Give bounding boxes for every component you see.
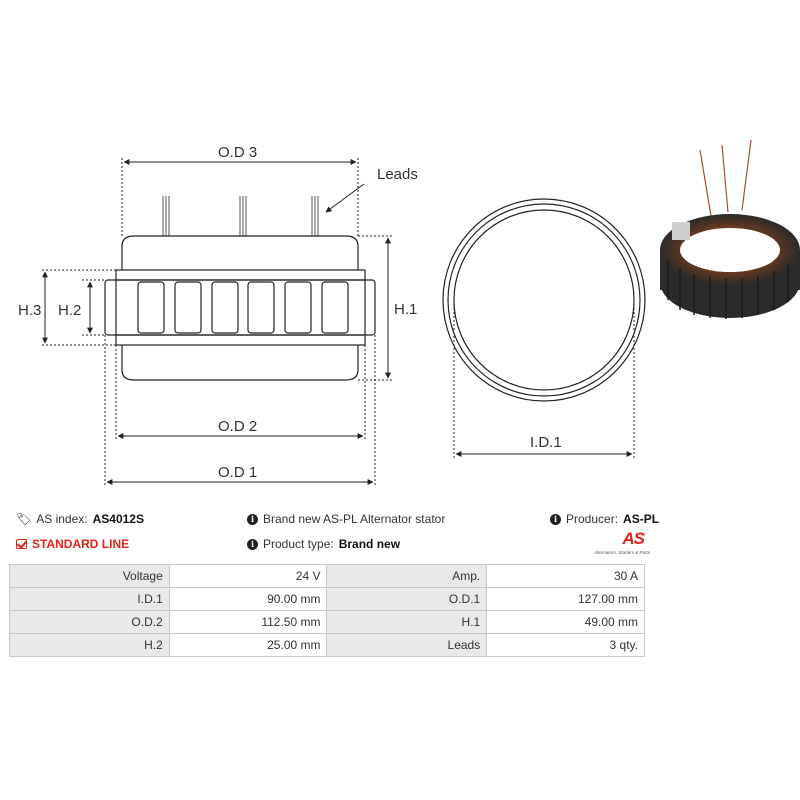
product-type: i Product type: Brand new [247, 537, 400, 551]
spec-label: O.D.2 [9, 610, 170, 634]
table-row: O.D.2 112.50 mm H.1 49.00 mm [9, 610, 645, 634]
stator-photo [660, 139, 800, 319]
info-icon: i [247, 538, 258, 550]
spec-value: 3 qty. [486, 633, 645, 657]
stator-top-view [442, 198, 646, 402]
od2-label: O.D 2 [218, 418, 257, 435]
spec-label: Amp. [326, 564, 488, 588]
product-type-label: Product type: [263, 537, 334, 551]
tags-icon: 🏷︎ [16, 512, 32, 526]
spec-value: 127.00 mm [486, 587, 645, 611]
as-pl-logo: AS Alternators, Starters & Parts [584, 529, 650, 557]
standard-line: STANDARD LINE [16, 537, 129, 551]
leads-wires [162, 196, 319, 236]
spec-label: H.1 [326, 610, 488, 634]
od1-label: O.D 1 [218, 464, 257, 481]
table-row: I.D.1 90.00 mm O.D.1 127.00 mm [9, 587, 645, 611]
producer-value: AS-PL [623, 512, 660, 526]
table-row: Voltage 24 V Amp. 30 A [9, 564, 645, 588]
spec-label: Leads [326, 633, 488, 657]
spec-label: Voltage [9, 564, 170, 588]
as-index-label: AS index: [36, 512, 88, 526]
spec-value: 25.00 mm [168, 633, 328, 657]
spec-label: I.D.1 [9, 587, 170, 611]
stator-side-view [104, 196, 376, 381]
spec-label: O.D.1 [326, 587, 488, 611]
as-index-value: AS4012S [92, 512, 144, 526]
spec-value: 30 A [486, 564, 645, 588]
product-description: i Brand new AS-PL Alternator stator [247, 512, 445, 526]
info-icon: i [247, 513, 258, 525]
od3-label: O.D 3 [218, 144, 257, 161]
dimension-lines [42, 158, 635, 486]
standard-line-label: STANDARD LINE [32, 537, 130, 551]
spec-value: 112.50 mm [168, 610, 328, 634]
spec-value: 49.00 mm [486, 610, 645, 634]
info-icon: i [550, 513, 561, 525]
description-text: Brand new AS-PL Alternator stator [263, 512, 446, 526]
producer-label: Producer: [566, 512, 619, 526]
table-row: H.2 25.00 mm Leads 3 qty. [9, 633, 645, 657]
logo-subtitle: Alternators, Starters & Parts [593, 550, 650, 555]
h1-label: H.1 [394, 301, 417, 318]
spec-value: 90.00 mm [168, 587, 328, 611]
id1-label: I.D.1 [530, 434, 562, 451]
technical-drawing: O.D 3 Leads H.3 H.2 H.1 O.D 2 O.D 1 I.D.… [18, 139, 800, 486]
product-type-value: Brand new [338, 537, 401, 551]
leads-label: Leads [377, 166, 418, 183]
producer: i Producer: AS-PL [550, 512, 659, 526]
as-index: 🏷︎ AS index: AS4012S [16, 512, 144, 526]
h2-label: H.2 [58, 302, 81, 319]
spec-value: 24 V [168, 564, 328, 588]
logo-text: AS [622, 529, 645, 548]
spec-label: H.2 [9, 633, 170, 657]
h3-label: H.3 [18, 302, 41, 319]
checkbox-icon [16, 539, 27, 549]
specs-table: Voltage 24 V Amp. 30 A I.D.1 90.00 mm O.… [9, 564, 645, 657]
